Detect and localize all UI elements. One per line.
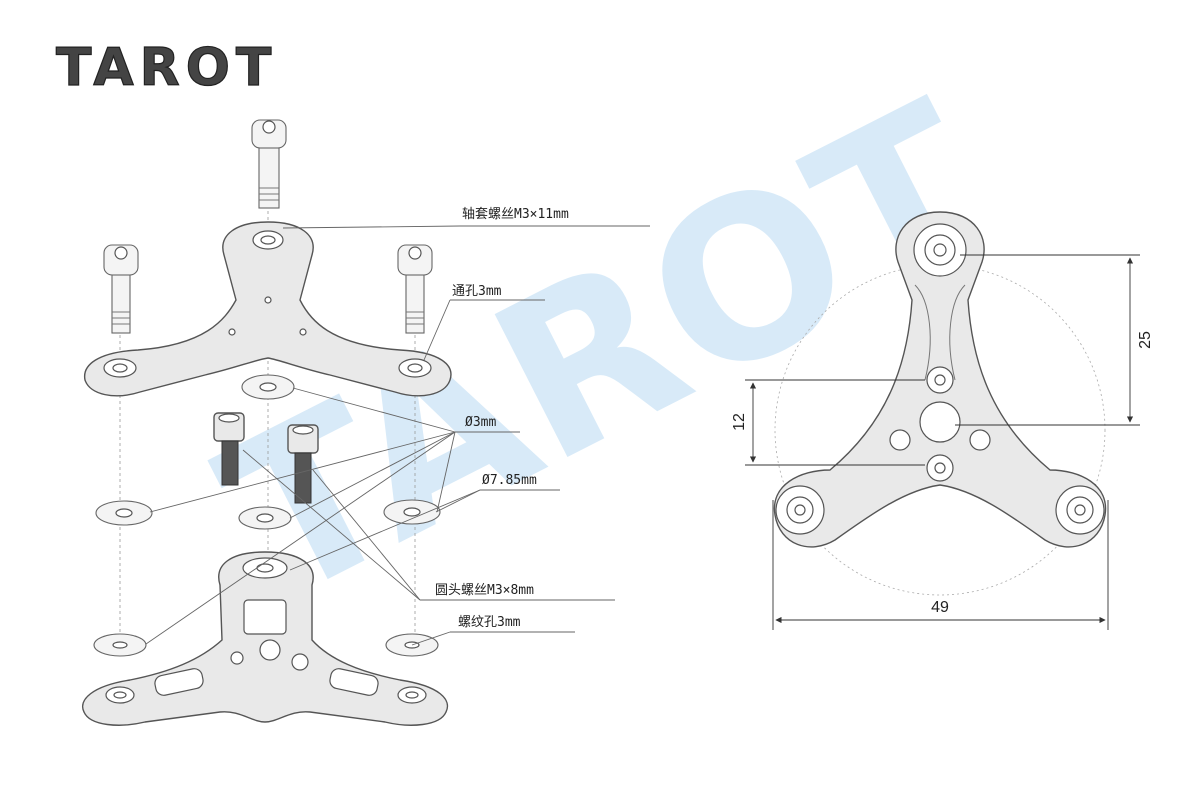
dimension-lines xyxy=(745,254,1140,630)
sleeve-screw-top xyxy=(251,119,287,209)
callout-sleeve-screw: 轴套螺丝M3×11mm xyxy=(462,206,569,222)
bottom-base xyxy=(82,551,449,726)
assembled-top-view xyxy=(773,211,1107,596)
round-head-screws xyxy=(213,412,319,504)
sleeve-screw-right xyxy=(397,244,433,334)
tarot-logo: TAROT xyxy=(56,38,277,98)
callout-thread-hole: 螺纹孔3mm xyxy=(458,615,521,630)
callout-round-head-screw: 圆头螺丝M3×8mm xyxy=(435,583,534,598)
sleeve-screw-left xyxy=(103,244,139,334)
callout-dia-785: Ø7.85mm xyxy=(482,473,537,488)
leader-lines xyxy=(145,225,650,646)
callout-through-hole: 通孔3mm xyxy=(452,284,502,299)
dimension-25: 25 xyxy=(1137,331,1154,349)
dimension-49: 49 xyxy=(931,599,949,616)
top-plate xyxy=(84,221,452,397)
callout-dia-3: Ø3mm xyxy=(465,415,496,430)
dimension-12: 12 xyxy=(731,413,748,431)
